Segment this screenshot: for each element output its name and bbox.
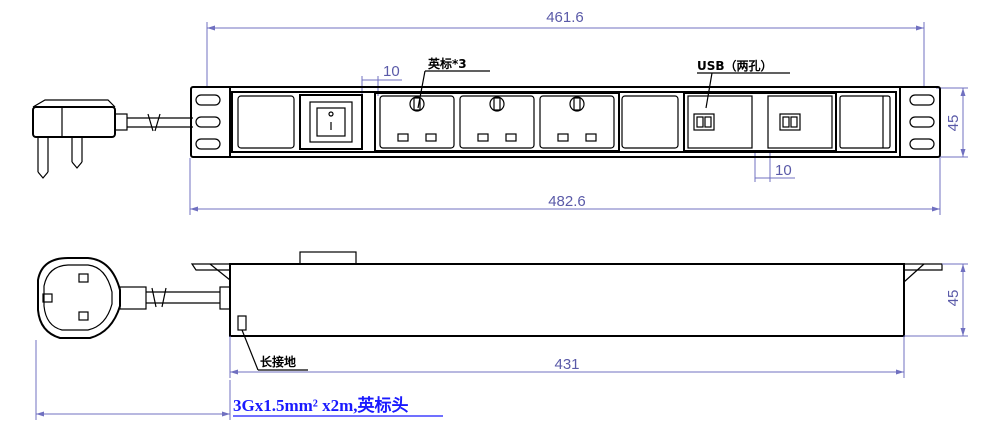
dim-offset-left-label: 10 bbox=[383, 63, 400, 80]
dim-flange-width-label: 482.6 bbox=[548, 193, 586, 210]
dim-length-side-label: 431 bbox=[554, 356, 579, 373]
dimension-length-side: 431 bbox=[229, 336, 905, 378]
uk-socket-2 bbox=[459, 95, 535, 149]
usb-module-2 bbox=[767, 95, 833, 149]
dimension-offset-right: 10 bbox=[754, 150, 795, 182]
dimension-height-top: 45 bbox=[936, 87, 968, 158]
pdu-top-view bbox=[190, 86, 941, 158]
label-uk-sockets: 英标*3 bbox=[417, 56, 490, 109]
svg-text:英标*3: 英标*3 bbox=[428, 56, 467, 71]
usb-module-1 bbox=[687, 95, 753, 149]
power-switch bbox=[299, 94, 363, 150]
dim-top-overall-label: 461.6 bbox=[546, 9, 584, 26]
uk-plug-side-view bbox=[37, 257, 231, 339]
svg-text:长接地: 长接地 bbox=[260, 354, 296, 369]
uk-plug-top-view bbox=[32, 99, 193, 179]
blank-module bbox=[237, 95, 295, 149]
dimension-cable-length: 3Gx1.5mm² x2m,英标头 bbox=[35, 340, 443, 420]
dimension-overall-width: 461.6 bbox=[206, 9, 925, 88]
uk-socket-1 bbox=[379, 95, 455, 149]
pdu-side-view bbox=[190, 251, 943, 337]
dim-height-side-label: 45 bbox=[945, 290, 962, 307]
uk-socket-3 bbox=[539, 95, 615, 149]
label-usb-ports: USB（两孔） bbox=[697, 58, 790, 109]
svg-text:USB（两孔）: USB（两孔） bbox=[697, 58, 773, 73]
dim-offset-right-label: 10 bbox=[775, 162, 792, 179]
dim-height-top-label: 45 bbox=[945, 115, 962, 132]
dimension-height-side: 45 bbox=[904, 263, 968, 337]
blank-module bbox=[839, 95, 891, 149]
dimension-flange-width: 482.6 bbox=[189, 158, 941, 215]
blank-module bbox=[621, 95, 679, 149]
cable-spec-label: 3Gx1.5mm² x2m,英标头 bbox=[233, 395, 409, 415]
label-ground: 长接地 bbox=[241, 329, 308, 371]
